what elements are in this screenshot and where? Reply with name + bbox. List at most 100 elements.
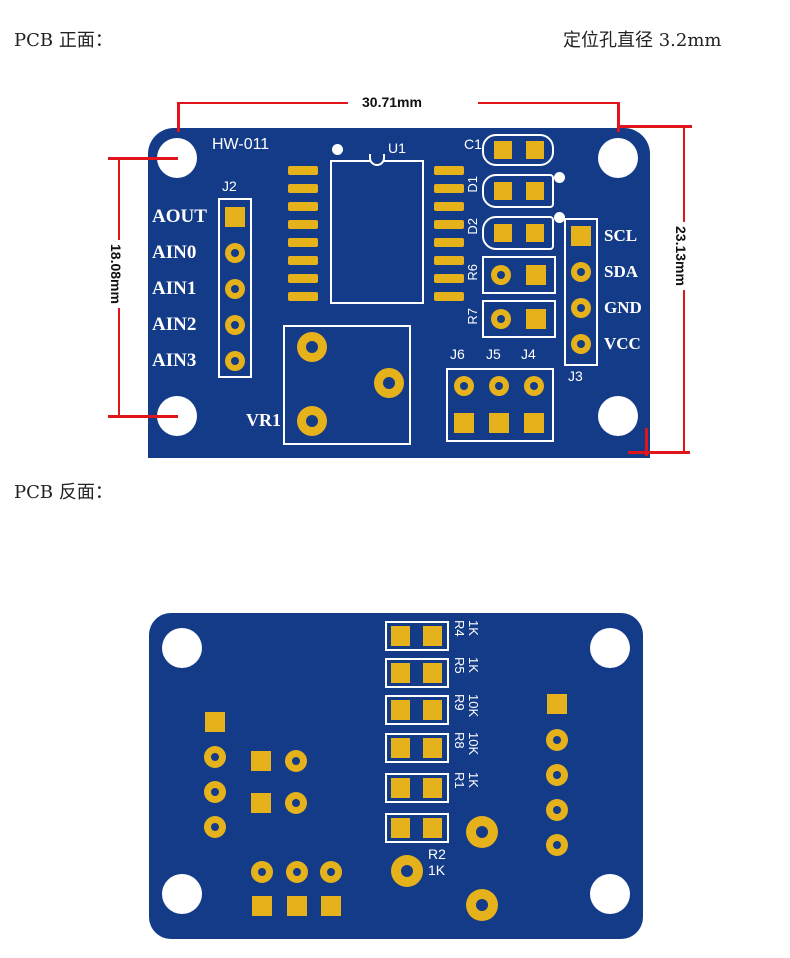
u1-pad <box>434 184 464 193</box>
back-pad <box>286 861 308 883</box>
resistor-pad <box>423 738 442 758</box>
dim-right-tick <box>645 428 648 456</box>
c1-pad <box>494 141 512 159</box>
j2-pad <box>225 279 245 299</box>
resistor-outline <box>385 621 449 651</box>
dim-top-line <box>178 102 348 104</box>
resistor-value: 10K <box>466 694 481 718</box>
jumper-outline <box>446 368 554 442</box>
j3-label: J3 <box>568 368 583 384</box>
j3-pad <box>571 298 591 318</box>
j2-pin-label: AIN0 <box>152 242 197 263</box>
u1-pad <box>434 220 464 229</box>
r7-outline <box>482 300 556 338</box>
u1-pad <box>288 184 318 193</box>
u1-outline <box>330 160 424 304</box>
dim-left-tick <box>108 157 178 160</box>
resistor-pad <box>391 626 410 646</box>
resistor-pad <box>423 700 442 720</box>
d1-pad <box>526 182 544 200</box>
dim-right-tick <box>620 125 692 128</box>
hole-spec-caption: 定位孔直径 3.2mm <box>563 30 722 51</box>
back-pad <box>204 781 226 803</box>
back-pad <box>251 793 271 813</box>
c1-label: C1 <box>464 136 482 152</box>
j3-pad <box>571 262 591 282</box>
mount-hole <box>162 874 202 914</box>
vr1-label: VR1 <box>246 410 281 430</box>
vr1-pad <box>374 368 404 398</box>
j4-pad <box>524 376 544 396</box>
u1-pad <box>288 202 318 211</box>
vr1-pad <box>297 406 327 436</box>
mount-hole <box>598 396 638 436</box>
j3-outline <box>564 218 598 366</box>
u1-pad <box>434 238 464 247</box>
j2-pad <box>225 207 245 227</box>
j4-pad <box>524 413 544 433</box>
u1-pad <box>288 238 318 247</box>
back-pad <box>546 834 568 856</box>
d2-pad <box>526 224 544 242</box>
dim-left-label: 18.08mm <box>108 240 124 308</box>
back-pad <box>547 694 567 714</box>
u1-pad <box>434 274 464 283</box>
resistor-value: 1K <box>466 657 481 673</box>
vr1-outline <box>283 325 411 445</box>
d2-marker <box>554 212 565 223</box>
j3-pin-label: VCC <box>604 334 641 353</box>
back-pad <box>466 889 498 921</box>
u1-pad <box>288 220 318 229</box>
resistor-outline <box>385 813 449 843</box>
resistor-outline <box>385 733 449 763</box>
back-pad <box>546 729 568 751</box>
resistor-value: 10K <box>466 732 481 756</box>
front-caption: PCB 正面： <box>14 30 113 51</box>
j3-pin-label: SDA <box>604 262 639 281</box>
j2-label: J2 <box>222 178 237 194</box>
d2-label: D2 <box>465 218 480 235</box>
u1-pad <box>288 292 318 301</box>
d1-marker <box>554 172 565 183</box>
resistor-value: 1K <box>428 862 446 878</box>
back-caption: PCB 反面： <box>14 482 113 503</box>
vr1-pad <box>297 332 327 362</box>
resistor-outline <box>385 658 449 688</box>
back-pad <box>287 896 307 916</box>
j2-pad <box>225 351 245 371</box>
c1-pad <box>526 141 544 159</box>
back-pad <box>285 750 307 772</box>
dim-width-label: 30.71mm <box>362 94 422 110</box>
resistor-outline <box>385 695 449 725</box>
back-pad <box>546 764 568 786</box>
back-pad <box>204 816 226 838</box>
j2-pad <box>225 243 245 263</box>
resistor-ref: R8 <box>452 732 467 749</box>
j2-pin-label: AIN3 <box>152 350 197 371</box>
d2-pad <box>494 224 512 242</box>
j2-pin-label: AIN1 <box>152 278 197 299</box>
j4-label: J4 <box>521 346 536 362</box>
r6-pad <box>491 265 511 285</box>
u1-pad <box>288 256 318 265</box>
resistor-pad <box>391 778 410 798</box>
dim-top-line <box>478 102 620 104</box>
resistor-value: 1K <box>466 620 481 636</box>
j6-label: J6 <box>450 346 465 362</box>
j2-pin-label: AOUT <box>152 206 207 227</box>
resistor-ref: R5 <box>452 657 467 674</box>
u1-label: U1 <box>388 140 406 156</box>
r7-pad <box>491 309 511 329</box>
resistor-pad <box>391 818 410 838</box>
resistor-pad <box>423 626 442 646</box>
back-pad <box>251 861 273 883</box>
j2-outline <box>218 198 252 378</box>
c1-outline <box>482 134 554 166</box>
resistor-pad <box>391 663 410 683</box>
r7-pad <box>526 309 546 329</box>
u1-pad <box>288 274 318 283</box>
j3-pad <box>571 226 591 246</box>
back-pad <box>205 712 225 732</box>
j3-pin-label: SCL <box>604 226 638 245</box>
j5-label: J5 <box>486 346 501 362</box>
